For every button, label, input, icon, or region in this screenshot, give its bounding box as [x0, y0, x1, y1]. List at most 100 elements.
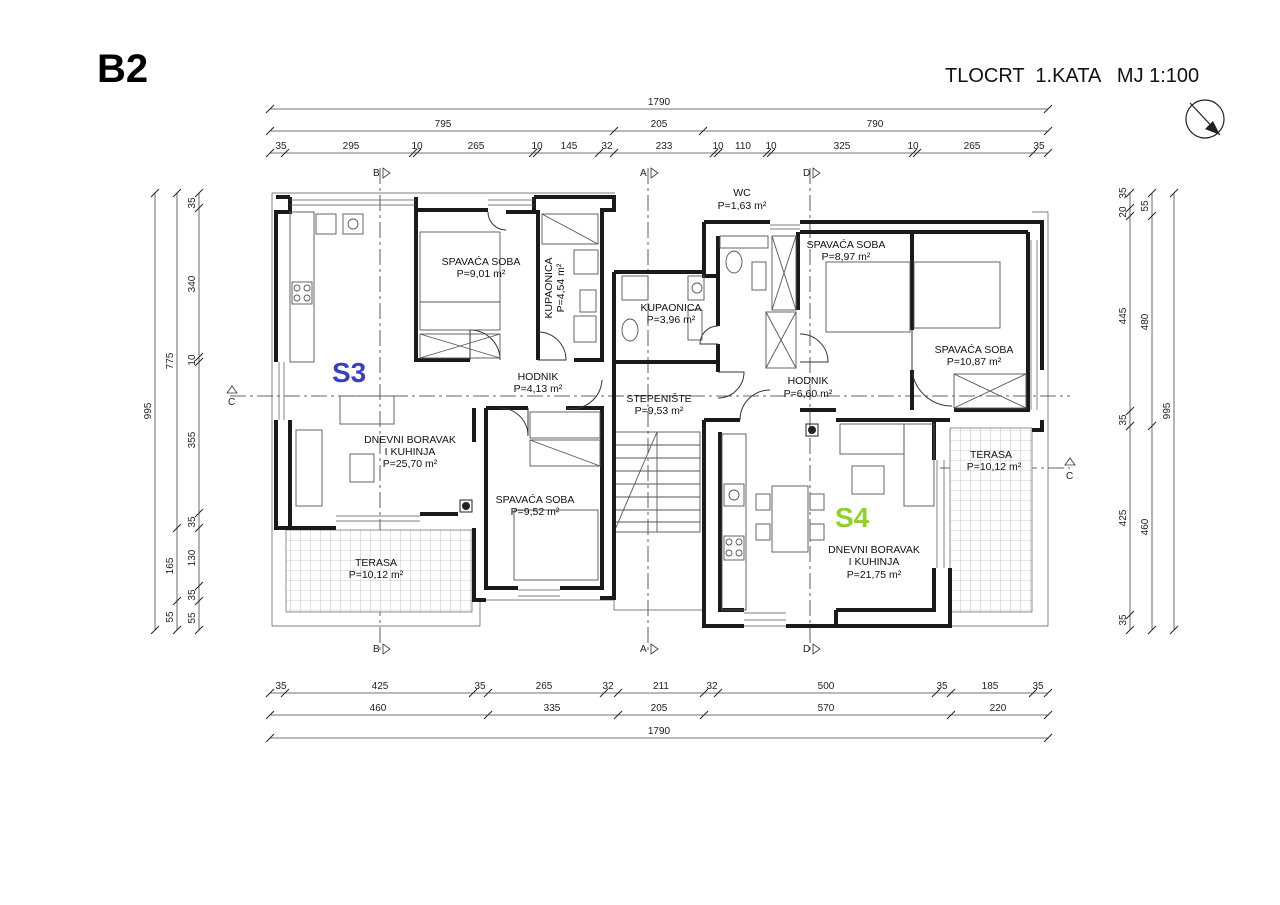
dim-top-mid-3: 790 [867, 119, 884, 130]
room-area: P=25,70 m² [383, 458, 438, 470]
section-b-top: B [373, 168, 380, 179]
dim-left-mid-3: 55 [165, 611, 176, 623]
room-name-2: I KUHINJA [849, 556, 900, 568]
section-d-top: D [803, 168, 810, 179]
room-s4-bathroom: KUPAONICA P=3,96 m² [640, 302, 701, 326]
room-s3-bedroom-1: SPAVAĆA SOBA P=9,01 m² [442, 255, 521, 280]
dim-top-d15: 35 [1033, 141, 1045, 152]
dim-bot-total: 1790 [648, 726, 671, 737]
room-area: P=9,52 m² [511, 506, 560, 518]
room-s4-living-kitchen: DNEVNI BORAVAK I KUHINJA P=21,75 m² [828, 544, 920, 581]
dim-right-i3: 445 [1118, 307, 1129, 324]
dim-left-outer: 995 [143, 402, 154, 419]
dim-bot-d11: 35 [1032, 681, 1044, 692]
slab-outline [271, 192, 1049, 627]
walls-s3 [274, 195, 616, 602]
room-s3-living-kitchen: DNEVNI BORAVAK I KUHINJA P=25,70 m² [364, 434, 456, 470]
dim-top-d5: 10 [531, 141, 543, 152]
terrace-s4 [949, 427, 1033, 613]
section-markers: B B A A D D C C [226, 167, 1076, 655]
terrace-s3 [285, 529, 473, 613]
section-c-right: C [1066, 471, 1073, 482]
room-area: P=4,54 m² [555, 263, 567, 312]
dim-bot-m3: 205 [651, 703, 668, 714]
dim-left-i3: 10 [187, 354, 198, 366]
dim-bot-d3: 35 [474, 681, 486, 692]
dim-right-i1: 35 [1118, 187, 1129, 199]
dim-bot-m5: 220 [990, 703, 1007, 714]
dim-top-d12: 325 [834, 141, 851, 152]
dim-bot-d10: 185 [982, 681, 999, 692]
room-name: KUPAONICA [543, 257, 555, 318]
room-s3-hallway: HODNIK P=4,13 m² [514, 371, 563, 395]
building-label: B2 [97, 47, 148, 91]
north-arrow-icon [1185, 99, 1225, 139]
dim-bot-d7: 32 [706, 681, 718, 692]
room-name: SPAVAĆA SOBA [935, 343, 1014, 356]
dim-bot-d2: 425 [372, 681, 389, 692]
section-c-left: C [228, 397, 235, 408]
dim-top-d1: 35 [275, 141, 287, 152]
dim-left-i5: 35 [187, 516, 198, 528]
room-s3-bathroom: KUPAONICA P=4,54 m² [543, 257, 567, 318]
dim-bot-m2: 335 [544, 703, 561, 714]
furniture-s3 [289, 211, 601, 581]
walls-s4 [612, 220, 1044, 628]
dim-top-mid-1: 795 [435, 119, 452, 130]
room-name: DNEVNI BORAVAK [364, 434, 456, 446]
dim-top-d11: 10 [765, 141, 777, 152]
room-s3-terrace: TERASA P=10,12 m² [349, 557, 404, 581]
room-area: P=4,13 m² [514, 383, 563, 395]
room-area: P=10,12 m² [349, 569, 404, 581]
staircase [613, 431, 701, 533]
room-name: HODNIK [518, 371, 559, 383]
section-a-bottom: A [640, 644, 647, 655]
dim-top-d8: 233 [656, 141, 673, 152]
dimension-right: 35 20 445 35 425 35 55 480 460 995 [1118, 187, 1179, 635]
dim-top-d14: 265 [964, 141, 981, 152]
room-name: DNEVNI BORAVAK [828, 544, 920, 556]
room-area: P=10,87 m² [947, 356, 1002, 368]
dim-left-i8: 55 [187, 612, 198, 624]
room-staircase: STEPENIŠTE P=9,53 m² [626, 392, 691, 417]
room-name: SPAVAĆA SOBA [807, 238, 886, 251]
dim-top-d2: 295 [343, 141, 360, 152]
room-name: HODNIK [788, 375, 829, 387]
room-area: P=6,60 m² [784, 388, 833, 400]
room-area: P=8,97 m² [822, 251, 871, 263]
dim-top-d13: 10 [907, 141, 919, 152]
section-a-top: A [640, 168, 647, 179]
room-name: TERASA [355, 557, 397, 569]
dim-bot-m1: 460 [370, 703, 387, 714]
room-s4-bedroom-2: SPAVAĆA SOBA P=10,87 m² [935, 343, 1014, 368]
dim-top-d7: 32 [601, 141, 613, 152]
section-b-bottom: B [373, 644, 380, 655]
dim-left-i2: 340 [187, 275, 198, 292]
dim-right-i2: 20 [1118, 206, 1129, 218]
dim-top-d9: 10 [712, 141, 724, 152]
room-s3-bedroom-2: SPAVAĆA SOBA P=9,52 m² [496, 493, 575, 518]
room-name: TERASA [970, 449, 1012, 461]
dim-bot-d5: 32 [602, 681, 614, 692]
room-area: P=9,53 m² [635, 405, 684, 417]
dim-top-d10: 110 [735, 141, 751, 152]
unit-s3-label: S3 [332, 357, 366, 388]
room-name-2: I KUHINJA [385, 446, 436, 458]
room-s4-bedroom-1: SPAVAĆA SOBA P=8,97 m² [807, 238, 886, 263]
dim-left-mid-2: 165 [165, 557, 176, 574]
dimension-top: 1790 795 205 790 [265, 97, 1053, 158]
dim-bot-m4: 570 [818, 703, 835, 714]
dim-bot-d9: 35 [936, 681, 948, 692]
room-name: SPAVAĆA SOBA [496, 493, 575, 506]
room-name: STEPENIŠTE [626, 392, 691, 405]
windows [278, 199, 1038, 621]
drawing-title: TLOCRT 1.KATA MJ 1:100 [945, 65, 1199, 87]
dim-left-i6: 130 [187, 549, 198, 566]
dim-top-d4: 265 [468, 141, 485, 152]
dim-left-mid-1: 775 [165, 352, 176, 369]
room-area: P=10,12 m² [967, 461, 1022, 473]
dim-right-m2: 480 [1140, 313, 1151, 330]
room-name: WC [733, 187, 751, 199]
dim-right-i5: 425 [1118, 509, 1129, 526]
unit-s4-label: S4 [835, 502, 870, 533]
